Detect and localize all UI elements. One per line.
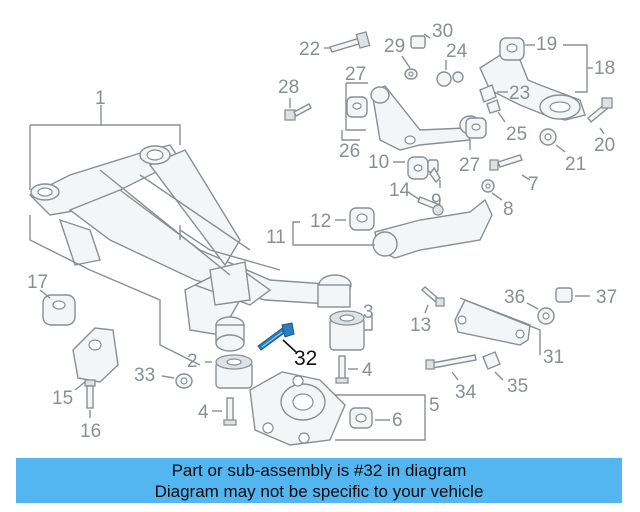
callout-17: 17 bbox=[27, 272, 48, 293]
bolt-part-34 bbox=[425, 354, 477, 370]
knuckle-part bbox=[249, 371, 346, 446]
nut-part-35 bbox=[482, 351, 501, 370]
bolt-part-28 bbox=[284, 103, 312, 121]
callout-1: 1 bbox=[95, 88, 106, 109]
nut-part-33 bbox=[175, 373, 193, 389]
info-banner: Part or sub-assembly is #32 in diagram D… bbox=[16, 458, 622, 503]
callout-35: 35 bbox=[507, 376, 528, 397]
callout-36: 36 bbox=[504, 287, 525, 308]
lower-arm-part bbox=[479, 51, 586, 121]
bolt-part-7 bbox=[489, 154, 523, 171]
bolt-part-13 bbox=[420, 286, 445, 307]
bushing-part-2 bbox=[215, 354, 253, 389]
callout-23: 23 bbox=[509, 83, 530, 104]
nut-part-9 bbox=[427, 159, 441, 184]
bolt-part-4-left bbox=[223, 397, 237, 426]
banner-line-1: Part or sub-assembly is #32 in diagram bbox=[171, 461, 467, 480]
callout-33: 33 bbox=[134, 365, 155, 386]
callout-25: 25 bbox=[506, 124, 527, 145]
bushing-part-6 bbox=[349, 407, 373, 429]
callout-6: 6 bbox=[392, 410, 403, 431]
bushing-part-19 bbox=[499, 37, 525, 61]
trailing-arm-part bbox=[372, 198, 493, 259]
callout-7: 7 bbox=[528, 174, 539, 195]
callout-21: 21 bbox=[565, 154, 586, 175]
washer-part-36 bbox=[537, 307, 555, 325]
callout-11: 11 bbox=[266, 227, 286, 248]
callout-12: 12 bbox=[310, 211, 331, 232]
callout-4-right: 4 bbox=[362, 360, 373, 381]
bushing-part-21 bbox=[539, 128, 557, 146]
upper-arm-part bbox=[370, 85, 481, 151]
callout-24: 24 bbox=[446, 41, 468, 62]
bolt-part-16 bbox=[84, 379, 96, 409]
bushing-part-24 bbox=[436, 71, 464, 87]
bolt-part-20 bbox=[587, 97, 613, 124]
bushing-part-27-left bbox=[346, 96, 368, 118]
bolt-part-22 bbox=[329, 31, 371, 53]
callout-18: 18 bbox=[594, 58, 615, 79]
callout-15: 15 bbox=[52, 388, 73, 409]
banner-line-2: Diagram may not be specific to your vehi… bbox=[154, 482, 484, 501]
washer-part-29 bbox=[404, 68, 418, 80]
callout-2: 2 bbox=[187, 351, 198, 372]
callout-22: 22 bbox=[299, 39, 320, 60]
callout-8: 8 bbox=[503, 199, 514, 220]
callout-34: 34 bbox=[455, 382, 477, 403]
callout-16: 16 bbox=[80, 421, 101, 442]
callout-27-top: 27 bbox=[345, 64, 366, 85]
bushing-part-12 bbox=[349, 207, 375, 231]
callout-9: 9 bbox=[431, 191, 442, 212]
bushing-part-10 bbox=[407, 156, 429, 180]
callout-32: 32 bbox=[294, 347, 317, 370]
callout-19: 19 bbox=[536, 34, 557, 55]
nut-part-37 bbox=[555, 287, 573, 303]
bushing-part-27-right bbox=[465, 117, 487, 139]
nut-part-30 bbox=[410, 35, 426, 49]
bolt-part-14 bbox=[417, 196, 444, 216]
callout-20: 20 bbox=[594, 135, 615, 156]
bushing-part-17 bbox=[42, 294, 76, 326]
callout-4-left: 4 bbox=[198, 402, 209, 423]
nut-part-23 bbox=[479, 84, 497, 103]
callout-37: 37 bbox=[596, 287, 617, 308]
callout-10: 10 bbox=[368, 152, 389, 173]
callout-30: 30 bbox=[432, 21, 453, 42]
parts-diagram: 1 3 2 4 4 32 33 bbox=[27, 21, 617, 446]
callout-14: 14 bbox=[389, 180, 411, 201]
callout-31: 31 bbox=[543, 347, 564, 368]
bushing-part-3 bbox=[329, 310, 365, 351]
washer-part-8 bbox=[481, 179, 495, 193]
callout-3: 3 bbox=[363, 302, 374, 323]
nut-part-25 bbox=[486, 99, 501, 114]
mount-part-15 bbox=[72, 327, 119, 383]
callout-13: 13 bbox=[410, 315, 431, 336]
callout-26: 26 bbox=[339, 141, 360, 162]
callout-28: 28 bbox=[278, 77, 299, 98]
bolt-part-32-highlighted bbox=[257, 322, 295, 351]
callout-5: 5 bbox=[429, 395, 440, 416]
callout-29: 29 bbox=[384, 36, 405, 57]
callout-27-bottom: 27 bbox=[459, 155, 480, 176]
bolt-part-4-right bbox=[335, 355, 349, 384]
rear-subframe bbox=[28, 144, 352, 352]
